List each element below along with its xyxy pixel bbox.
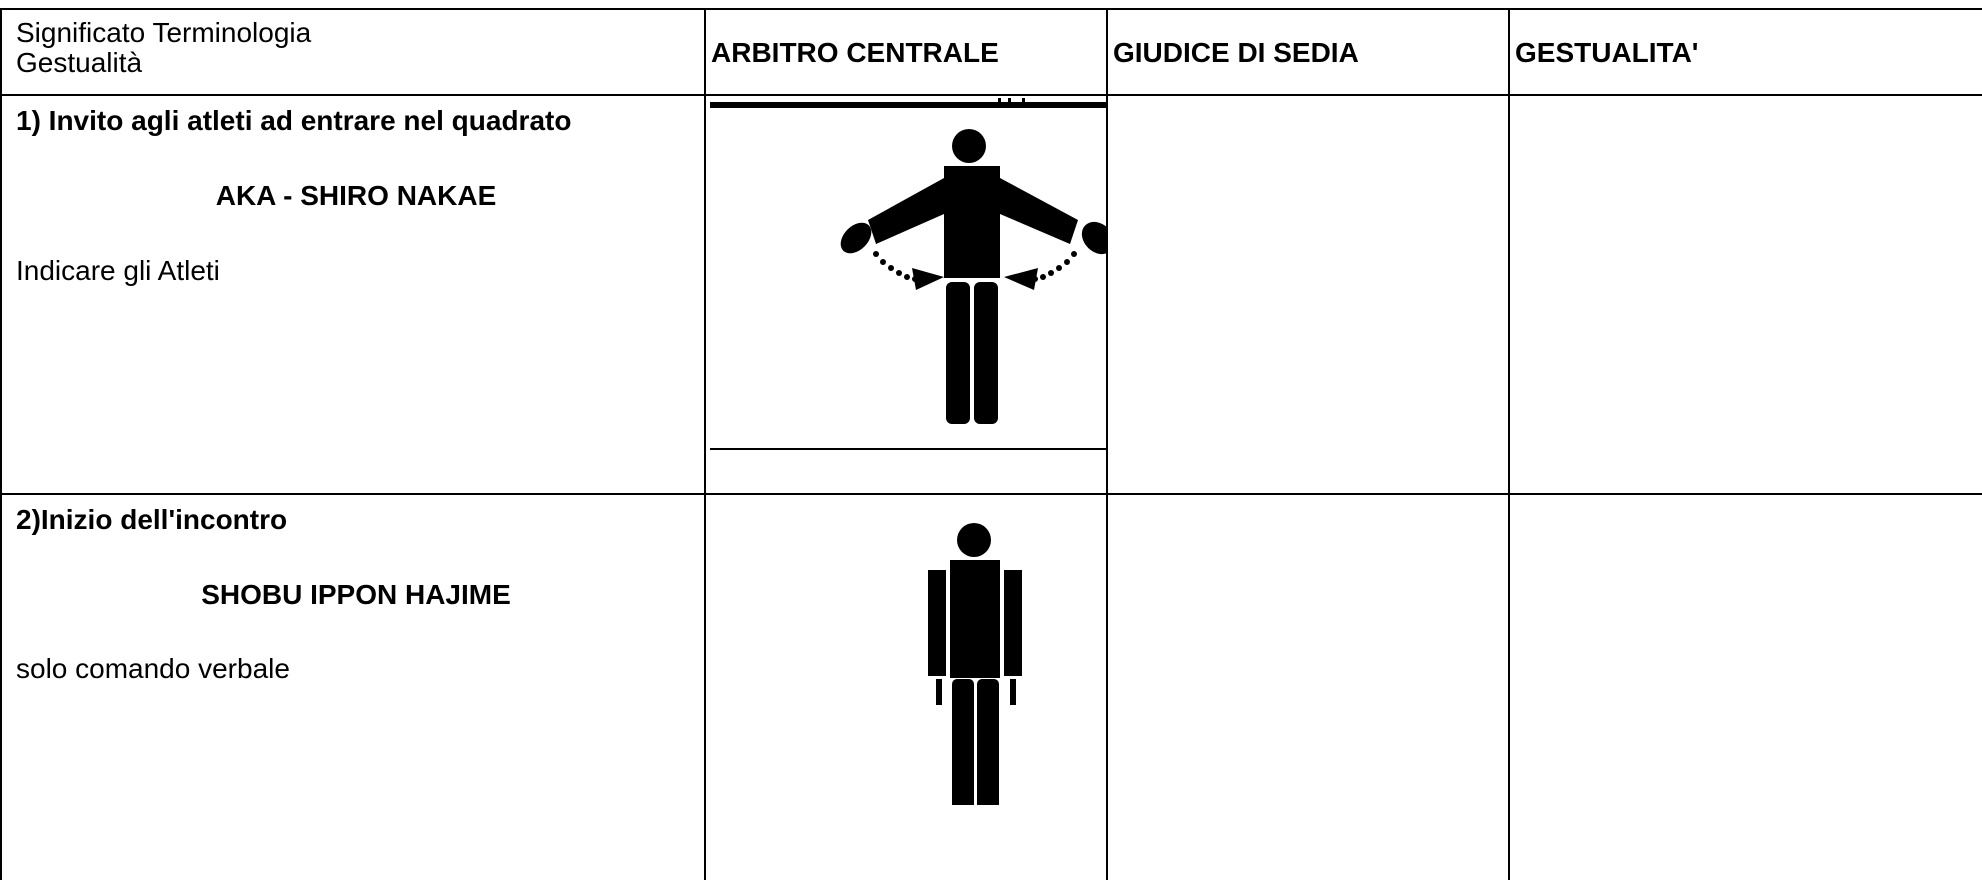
referee-arms-out-pointing-icon bbox=[710, 98, 1106, 450]
header-meaning-line2: Gestualità bbox=[16, 47, 143, 78]
row-2-title: 2)Inizio dell'incontro bbox=[16, 504, 288, 535]
header-meaning-terminology: Significato Terminologia Gestualità bbox=[16, 18, 311, 78]
table-border-left bbox=[0, 8, 2, 880]
row-2-gestures-cell bbox=[1510, 495, 1982, 880]
table-column-divider-3 bbox=[1508, 8, 1510, 880]
row-1-chair-judge-cell bbox=[1108, 96, 1506, 493]
row-1-term: AKA - SHIRO NAKAE bbox=[215, 180, 497, 211]
row-1-description: Indicare gli Atleti bbox=[16, 255, 220, 286]
table-row-divider bbox=[0, 493, 1982, 495]
header-central-referee: ARBITRO CENTRALE bbox=[711, 37, 999, 68]
table-header-divider bbox=[0, 94, 1982, 96]
row-2-description: solo comando verbale bbox=[16, 653, 290, 684]
header-chair-judge: GIUDICE DI SEDIA bbox=[1113, 37, 1359, 68]
table-border-top bbox=[0, 8, 1982, 10]
row-2-chair-judge-cell bbox=[1108, 495, 1506, 880]
table-column-divider-2 bbox=[1106, 8, 1108, 880]
referee-standing-icon bbox=[928, 523, 1022, 805]
table-column-divider-1 bbox=[704, 8, 706, 880]
row-2-term: SHOBU IPPON HAJIME bbox=[201, 579, 511, 610]
header-meaning-line1: Significato Terminologia bbox=[16, 17, 312, 48]
row-1-gestures-cell bbox=[1510, 96, 1982, 493]
header-gestures: GESTUALITA' bbox=[1515, 37, 1699, 68]
row-1-title: 1) Invito agli atleti ad entrare nel qua… bbox=[16, 105, 572, 136]
